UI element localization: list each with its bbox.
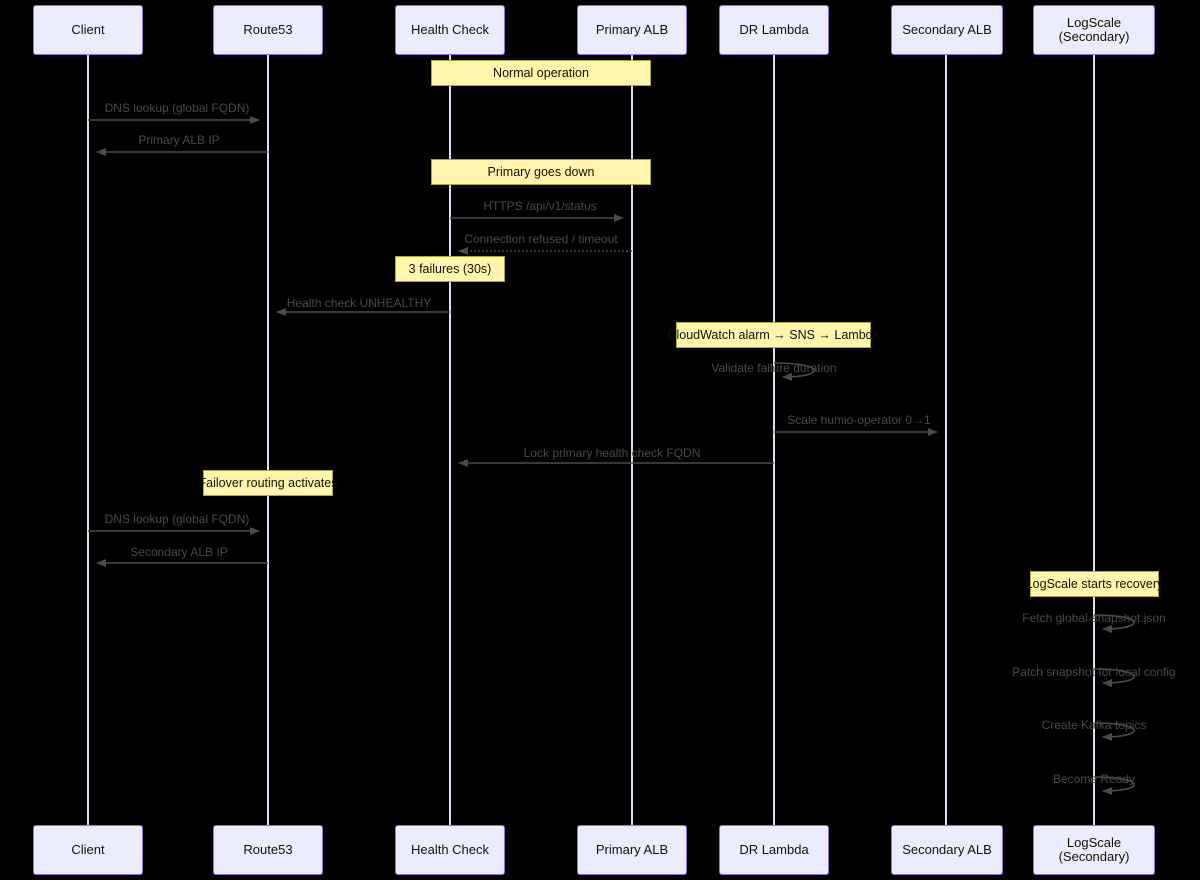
actor-label: Secondary ALB [902, 21, 992, 37]
actor-label: DR Lambda [739, 841, 809, 857]
actor-label: DR Lambda [739, 21, 809, 37]
actor-header-health[interactable]: Health Check [395, 5, 505, 55]
actor-footer-logscale[interactable]: LogScale (Secondary) [1033, 825, 1155, 875]
msg-scale-operator-label: Scale humio-operator 0→1 [787, 413, 931, 427]
msg-fetch-snapshot-line [1093, 614, 1135, 633]
msg-validate-failure-label: Validate failure duration [711, 361, 837, 375]
note-cloudwatch-alarm: CloudWatch alarm → SNS → Lambda [667, 322, 880, 348]
actor-footer-lambda[interactable]: DR Lambda [719, 825, 829, 875]
note-three-failures: 3 failures (30s) [395, 256, 505, 282]
note-text: 3 failures (30s) [408, 262, 492, 276]
note-logscale-recovery: LogScale starts recovery [1026, 571, 1163, 597]
actor-footer-palb[interactable]: Primary ALB [577, 825, 687, 875]
actor-label: Route53 [243, 841, 293, 857]
actor-label: Health Check [410, 841, 490, 857]
actor-footer-salb[interactable]: Secondary ALB [891, 825, 1003, 875]
actor-header-client[interactable]: Client [33, 5, 143, 55]
msg-become-ready-line [1093, 776, 1135, 795]
msg-become-ready-label: Become Ready [1052, 772, 1136, 786]
actor-header-palb[interactable]: Primary ALB [577, 5, 687, 55]
actor-label: Health Check [410, 21, 490, 37]
actor-label: LogScale (Secondary) [1058, 834, 1130, 864]
actor-header-lambda[interactable]: DR Lambda [719, 5, 829, 55]
actor-header-logscale[interactable]: LogScale (Secondary) [1033, 5, 1155, 55]
actor-label: Primary ALB [595, 21, 669, 37]
actor-header-salb[interactable]: Secondary ALB [891, 5, 1003, 55]
msg-primary-alb-ip-label: Primary ALB IP [138, 133, 220, 147]
note-text: Primary goes down [487, 165, 595, 179]
actor-label: LogScale (Secondary) [1058, 14, 1130, 44]
msg-dns-lookup-1-label: DNS lookup (global FQDN) [104, 101, 250, 115]
actor-footer-route53[interactable]: Route53 [213, 825, 323, 875]
msg-lock-fqdn-label: Lock primary health check FQDN [523, 446, 701, 460]
message-arrow-group [88, 116, 1135, 795]
msg-fetch-snapshot-label: Fetch global-snapshot.json [1022, 611, 1166, 625]
msg-validate-failure-line [773, 362, 815, 381]
actor-label: Route53 [243, 21, 293, 37]
note-primary-down: Primary goes down [431, 159, 651, 185]
msg-health-unhealthy-label: Health check UNHEALTHY [286, 296, 432, 310]
note-text: Normal operation [493, 66, 589, 80]
actor-label: Client [71, 21, 105, 37]
note-text: CloudWatch alarm → SNS → Lambda [667, 328, 880, 342]
actor-label: Primary ALB [595, 841, 669, 857]
msg-conn-refused-label: Connection refused / timeout [464, 232, 618, 246]
note-text: LogScale starts recovery [1025, 577, 1164, 591]
msg-secondary-alb-ip-label: Secondary ALB IP [130, 545, 228, 559]
msg-patch-snapshot-label: Patch snapshot for local config [1012, 665, 1176, 679]
note-text: Failover routing activates [198, 476, 338, 490]
actor-label: Client [71, 841, 105, 857]
msg-dns-lookup-2-label: DNS lookup (global FQDN) [104, 512, 250, 526]
msg-https-status-label: HTTPS /api/v1/status [483, 199, 597, 213]
note-normal-operation: Normal operation [431, 60, 651, 86]
msg-create-topics-line [1093, 722, 1135, 741]
actor-footer-health[interactable]: Health Check [395, 825, 505, 875]
note-failover-routing: Failover routing activates [199, 470, 337, 496]
msg-create-topics-label: Create Kafka topics [1041, 718, 1147, 732]
msg-patch-snapshot-line [1093, 668, 1135, 687]
actor-header-route53[interactable]: Route53 [213, 5, 323, 55]
actor-footer-client[interactable]: Client [33, 825, 143, 875]
actor-label: Secondary ALB [902, 841, 992, 857]
